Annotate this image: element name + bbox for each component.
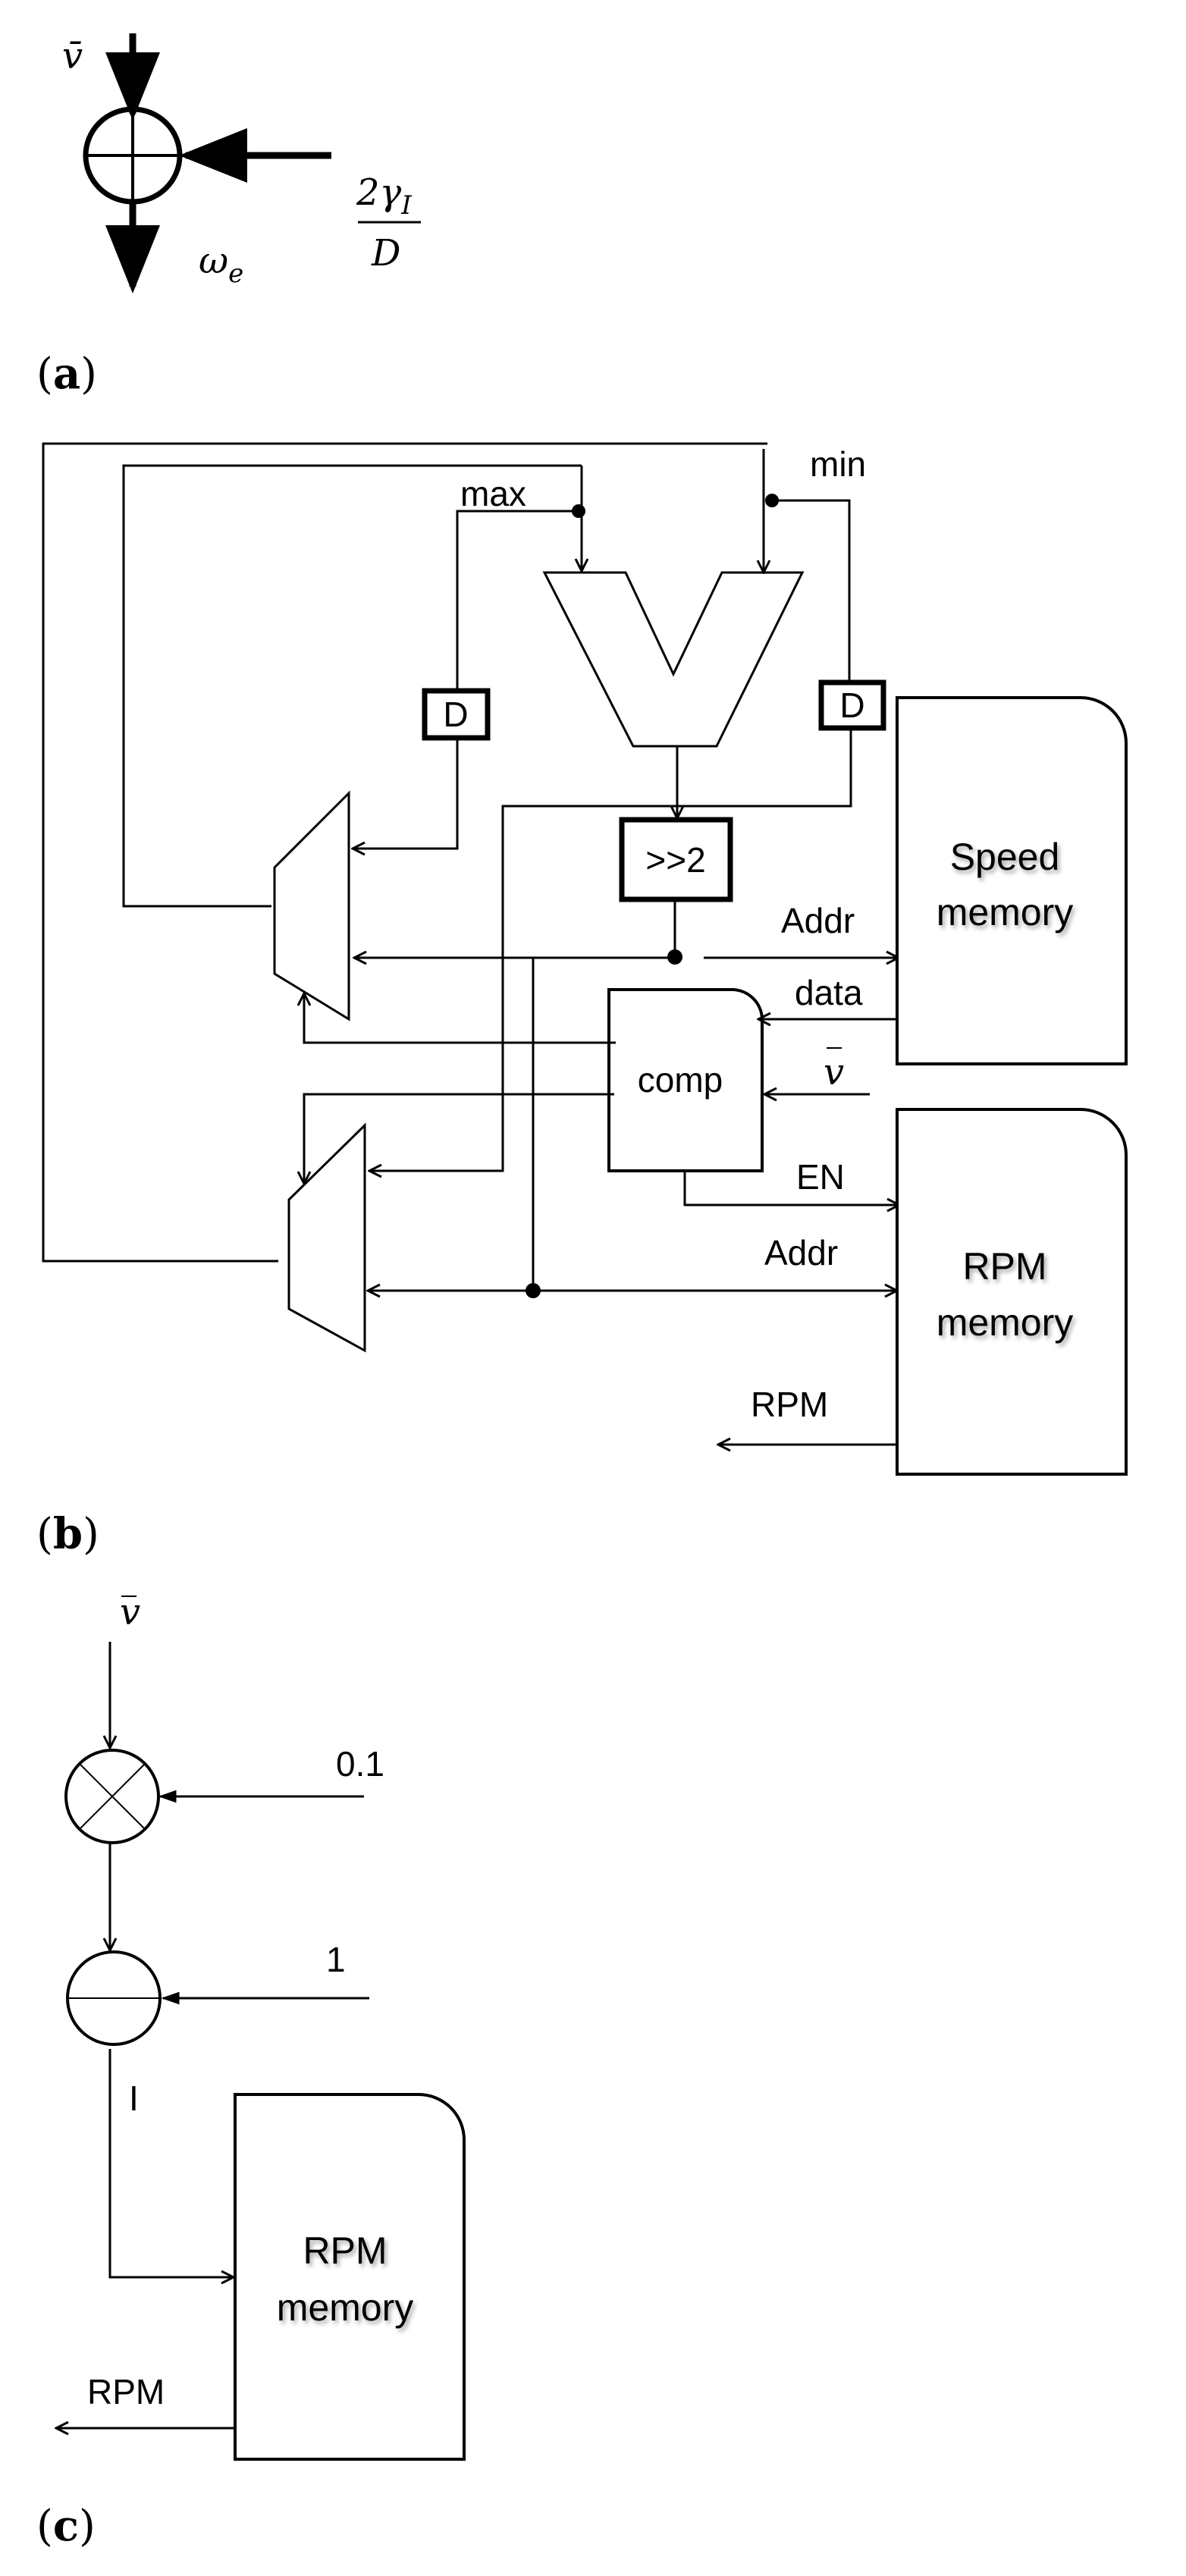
comp-to-mux1-select bbox=[304, 993, 616, 1044]
delay-to-mux1-wire bbox=[353, 738, 459, 849]
constant-1-label: 1 bbox=[326, 1940, 346, 1979]
panel-c: v 0.1 1 I RPM memory RPM (c) bbox=[36, 1591, 466, 2551]
min-to-delay-wire bbox=[772, 499, 851, 682]
panel-label-b: (b) bbox=[36, 1509, 99, 1559]
speed-memory-label-2: memory bbox=[937, 891, 1074, 933]
panel-label-a: (a) bbox=[36, 349, 97, 399]
max-label: max bbox=[460, 474, 526, 513]
en-label: EN bbox=[796, 1157, 845, 1197]
enable-arrow bbox=[683, 1171, 899, 1205]
shift-box bbox=[619, 817, 733, 902]
panel-a: v̄ ωe 2γI D (a) bbox=[36, 33, 421, 399]
rpm-output-label-c: RPM bbox=[87, 2372, 165, 2411]
output-omega-label: ωe bbox=[199, 240, 243, 289]
delay-right-label: D bbox=[839, 686, 864, 725]
multiplier-x-2 bbox=[79, 1763, 146, 1830]
rpm-memory-box bbox=[896, 1108, 1128, 1476]
rpm-memory-label-1: RPM bbox=[962, 1245, 1046, 1288]
rpm-memory-label-2-c: memory bbox=[277, 2286, 414, 2329]
panel-label-c: (c) bbox=[36, 2501, 96, 2551]
rpm-memory-label-2: memory bbox=[937, 1301, 1074, 1344]
shift-label: >>2 bbox=[645, 840, 705, 880]
speed-memory-box bbox=[896, 696, 1128, 1065]
fraction-denominator: D bbox=[371, 232, 400, 275]
delay-to-mux2-wire bbox=[369, 728, 852, 1171]
adder-v-shape bbox=[542, 571, 805, 748]
vbar-label: v bbox=[824, 1051, 844, 1093]
rpm-memory-label-1-c: RPM bbox=[303, 2229, 387, 2272]
fraction-numerator: 2γI bbox=[356, 171, 412, 221]
delay-left-label: D bbox=[443, 695, 468, 734]
panel-b: max min D D >>2 Addr Addr comp data bbox=[36, 442, 1128, 1559]
rpm-memory-box-c bbox=[234, 2093, 466, 2461]
data-label: data bbox=[795, 973, 863, 1012]
comparator-label: comp bbox=[638, 1060, 723, 1100]
max-to-delay-wire bbox=[456, 510, 579, 691]
input-v-bar-label: v̄ bbox=[62, 35, 83, 77]
constant-0-1-label: 0.1 bbox=[336, 1744, 384, 1784]
vbar-label-c: v bbox=[120, 1591, 140, 1633]
speed-memory-label-1: Speed bbox=[950, 836, 1060, 878]
mux-1 bbox=[273, 790, 350, 1021]
outer-feedback-wire bbox=[42, 442, 767, 1263]
addr-rpm-label: Addr bbox=[764, 1233, 838, 1272]
min-label: min bbox=[810, 444, 866, 484]
delay-left-box bbox=[422, 688, 491, 741]
rpm-output-label: RPM bbox=[751, 1385, 828, 1424]
i-label: I bbox=[129, 2079, 139, 2118]
delay-right-box bbox=[818, 679, 886, 731]
mux-2 bbox=[287, 1122, 366, 1353]
i-to-rpm-memory-arrow bbox=[108, 2049, 234, 2277]
comp-to-mux2-select bbox=[304, 1093, 614, 1184]
inner-feedback-wire bbox=[122, 464, 582, 908]
addr-speed-label: Addr bbox=[781, 901, 855, 940]
